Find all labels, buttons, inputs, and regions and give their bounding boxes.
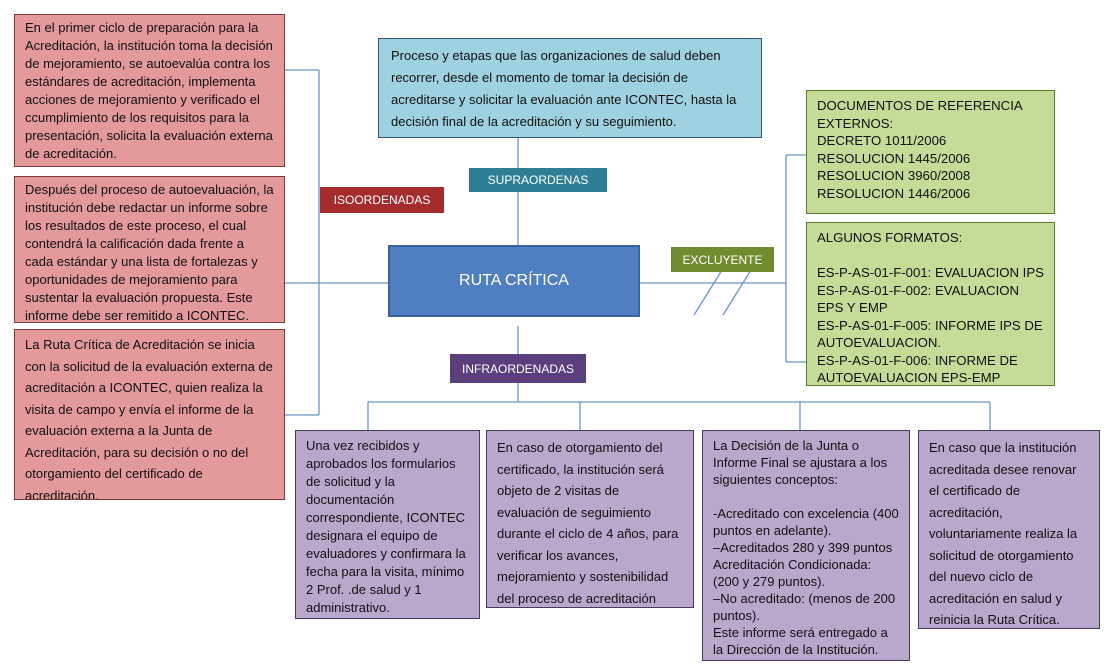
infra-box-1: Una vez recibidos y aprobados los formul… — [295, 430, 480, 619]
center-node: RUTA CRÍTICA — [388, 245, 640, 317]
center-label: RUTA CRÍTICA — [459, 272, 569, 289]
isoordenadas-label: ISOORDENADAS — [333, 193, 431, 207]
infra-box-4: En caso que la institución acreditada de… — [918, 430, 1100, 629]
infra-box-2: En caso de otorgamiento del certificado,… — [486, 430, 694, 608]
supraordenadas-label: SUPRAORDENAS — [487, 173, 589, 187]
infraordenadas-tag: INFRAORDENADAS — [450, 354, 586, 383]
formatos-box: ALGUNOS FORMATOS: ES-P-AS-01-F-001: EVAL… — [806, 222, 1055, 386]
iso-box-3: La Ruta Crítica de Acreditación se inici… — [14, 329, 285, 500]
excluyente-label: EXCLUYENTE — [682, 252, 763, 267]
excluyente-tag: EXCLUYENTE — [671, 247, 774, 272]
top-definition-box: Proceso y etapas que las organizaciones … — [378, 38, 762, 138]
referencias-box: DOCUMENTOS DE REFERENCIA EXTERNOS: DECRE… — [806, 90, 1055, 214]
infra-box-3: La Decisión de la Junta o Informe Final … — [702, 430, 910, 661]
isoordenadas-tag: ISOORDENADAS — [320, 187, 444, 213]
iso-box-1: En el primer ciclo de preparación para l… — [14, 14, 285, 167]
infraordenadas-label: INFRAORDENADAS — [461, 361, 574, 376]
supraordenadas-tag: SUPRAORDENAS — [469, 168, 607, 192]
iso-box-2: Después del proceso de autoevaluación, l… — [14, 176, 285, 323]
